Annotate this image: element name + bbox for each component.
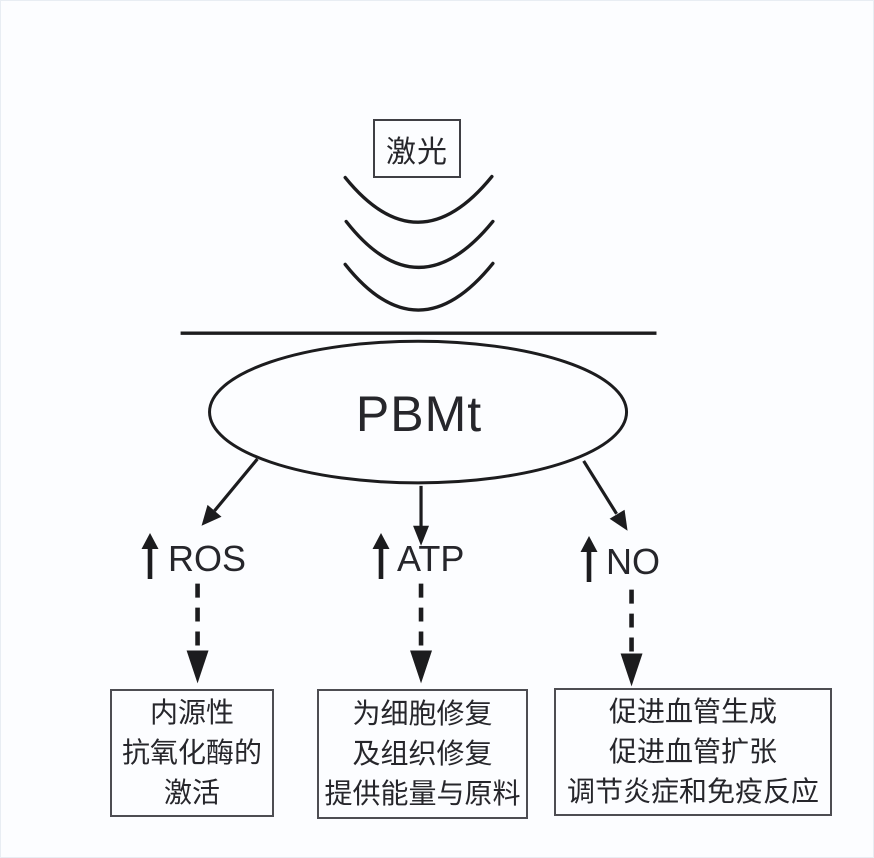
outcome-line: 促进血管扩张 xyxy=(608,736,777,767)
arrow-to-ros xyxy=(201,457,259,526)
light-wave-arc-1 xyxy=(343,174,494,224)
light-wave-arc-2 xyxy=(344,219,495,269)
light-wave-arc-3 xyxy=(343,261,495,312)
mediator-ros-label: ROS xyxy=(168,538,247,579)
outcome-line: 调节炎症和免疫反应 xyxy=(566,776,819,807)
up-arrow-icon xyxy=(372,533,390,579)
outcome-line: 内源性 xyxy=(149,697,234,728)
pbmt-label: PBMt xyxy=(355,386,483,442)
arrow-to-atp xyxy=(413,485,430,546)
mediator-atp-label: ATP xyxy=(397,538,465,579)
outcome-line: 为细胞修复 xyxy=(352,698,493,729)
up-arrow-icon xyxy=(141,533,159,579)
outcome-box-antioxidant: 内源性 抗氧化酶的 激活 xyxy=(110,689,274,817)
outcome-line: 提供能量与原料 xyxy=(324,778,521,809)
mediator-no: NO xyxy=(580,536,660,582)
laser-label-box: 激光 xyxy=(373,119,461,178)
outcome-line: 及组织修复 xyxy=(352,738,493,769)
mediator-no-label: NO xyxy=(606,541,660,582)
arrow-to-no xyxy=(582,460,628,531)
outcome-line: 激活 xyxy=(163,777,220,808)
outcome-box-repair-energy: 为细胞修复 及组织修复 提供能量与原料 xyxy=(317,689,528,819)
mediator-atp: ATP xyxy=(372,533,464,579)
dashed-arrow-atp xyxy=(410,583,433,684)
pbmt-ellipse xyxy=(208,339,629,485)
outcome-box-vascular-immune: 促进血管生成 促进血管扩张 调节炎症和免疫反应 xyxy=(554,688,832,816)
mediator-ros: ROS xyxy=(141,533,246,579)
laser-label: 激光 xyxy=(386,135,448,169)
up-arrow-icon xyxy=(580,536,598,582)
outcome-line: 促进血管生成 xyxy=(608,696,777,727)
outcome-line: 抗氧化酶的 xyxy=(121,737,262,768)
dashed-arrow-ros xyxy=(186,583,209,684)
dashed-arrow-no xyxy=(620,589,643,687)
